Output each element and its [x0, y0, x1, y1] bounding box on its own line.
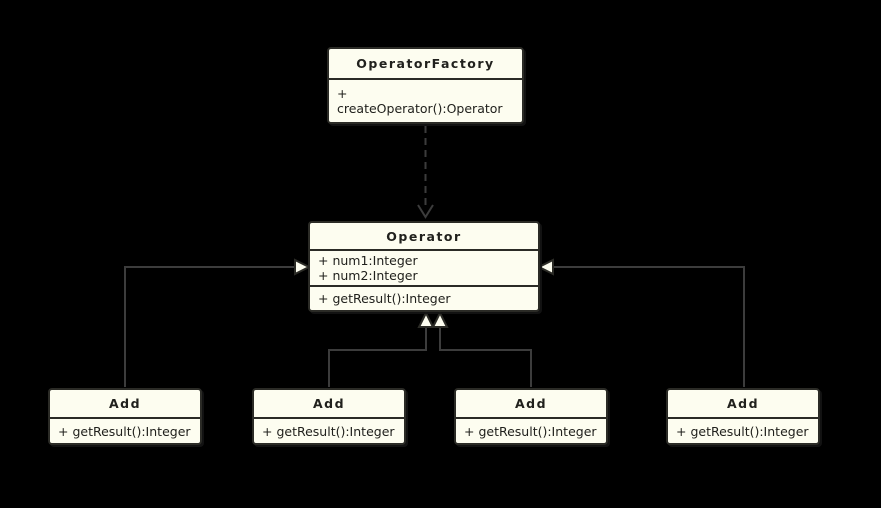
hollow-triangle-arrowhead [417, 310, 435, 328]
class-methods: + getResult():Integer [668, 419, 818, 443]
open-vee-arrowhead [417, 204, 434, 219]
dependency-arrow-factory-to-operator [417, 126, 434, 219]
class-add-2: Add + getResult():Integer [252, 388, 406, 445]
field-label: + num1:Integer [318, 253, 418, 268]
field-label: + num2:Integer [318, 268, 418, 283]
class-add-1: Add + getResult():Integer [48, 388, 202, 445]
generalization-connector-add3 [431, 310, 532, 387]
class-fields: + num1:Integer + num2:Integer [310, 251, 538, 287]
generalization-connector-add2 [328, 310, 435, 387]
class-methods: + getResult():Integer [456, 419, 606, 443]
method-label: + getResult():Integer [58, 423, 191, 439]
method-label: + createOperator():Operator [337, 86, 503, 116]
class-title: Add [254, 390, 404, 419]
class-methods: + getResult():Integer [310, 287, 538, 310]
class-operator: Operator + num1:Integer + num2:Integer +… [308, 221, 540, 312]
hollow-triangle-arrowhead [431, 310, 449, 328]
generalization-connector-add1 [124, 258, 312, 387]
hollow-triangle-arrowhead [294, 258, 312, 276]
class-add-3: Add + getResult():Integer [454, 388, 608, 445]
generalization-connector-add4 [536, 258, 745, 387]
method-label: + getResult():Integer [464, 423, 597, 439]
method-label: + getResult():Integer [676, 423, 809, 439]
class-title: Operator [310, 223, 538, 251]
class-methods: + createOperator():Operator [329, 80, 522, 122]
class-title: Add [50, 390, 200, 419]
class-methods: + getResult():Integer [50, 419, 200, 443]
class-title: Add [456, 390, 606, 419]
class-methods: + getResult():Integer [254, 419, 404, 443]
method-label: + getResult():Integer [262, 423, 395, 439]
class-add-4: Add + getResult():Integer [666, 388, 820, 445]
hollow-triangle-arrowhead [536, 258, 554, 276]
class-title: OperatorFactory [329, 49, 522, 80]
class-title: Add [668, 390, 818, 419]
class-operator-factory: OperatorFactory + createOperator():Opera… [327, 47, 524, 124]
method-label: + getResult():Integer [318, 291, 451, 306]
